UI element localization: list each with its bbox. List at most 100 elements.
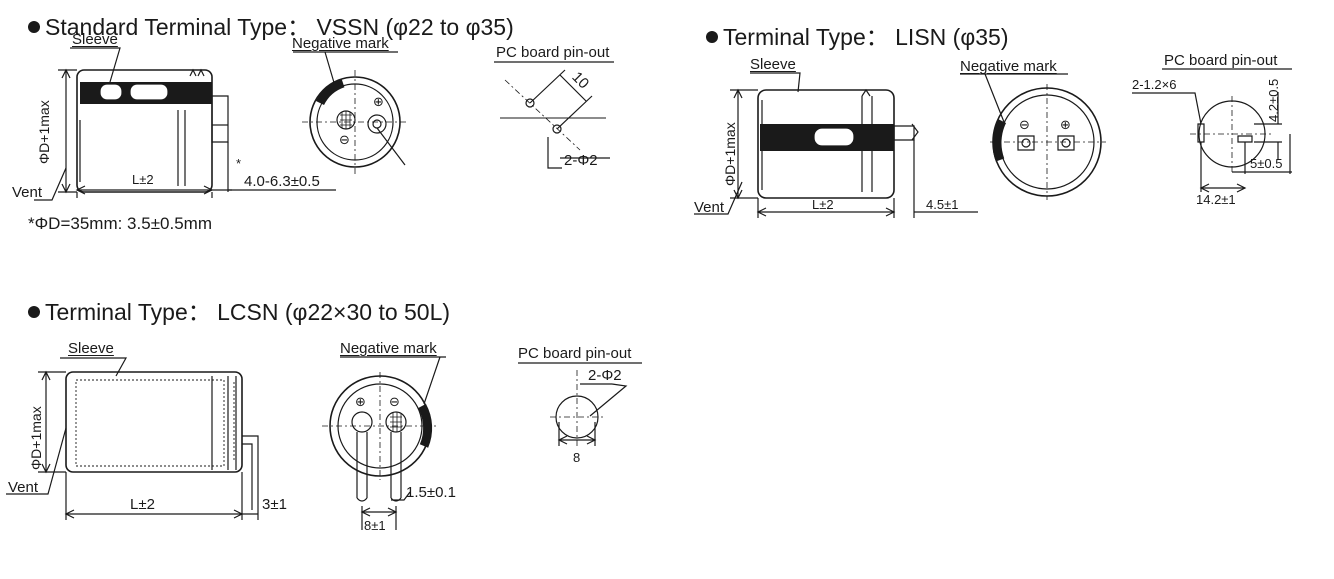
lisn-terminal: [894, 126, 914, 140]
bullet-icon: [28, 21, 40, 33]
lisn-heading: Terminal Type： LISN (φ35): [706, 18, 1008, 52]
lisn-slotlen-dim: 4.2±0.5: [1266, 78, 1281, 122]
lcsn-vent-leader: [6, 428, 66, 494]
lcsn-pcb-hole: 2-Φ2: [588, 367, 622, 384]
lisn-pitch-dim: 14.2±1: [1196, 192, 1236, 207]
lisn-terminal-pos-dot: [1062, 139, 1070, 147]
vssn-vent-leader: [34, 168, 66, 200]
lcsn-can-body: [66, 372, 242, 472]
lcsn-length-dim: L±2: [130, 496, 155, 513]
lisn-crimp: [862, 90, 870, 96]
lcsn-pitch-arrows: [362, 508, 396, 516]
lisn-centerlines: [990, 84, 1106, 200]
lisn-vent-leader: [694, 182, 742, 214]
lcsn-pcb-label: PC board pin-out: [518, 345, 632, 362]
vssn-pcb-pitch-dim: [530, 70, 592, 129]
lcsn-pcb-centerlines: [550, 370, 604, 448]
lcsn-terminal-neg: [386, 412, 406, 432]
vssn-heading: Standard Terminal Type： VSSN (φ22 to φ35…: [28, 8, 514, 42]
lcsn-pcb-pitch: 8: [573, 450, 581, 465]
bullet-icon: [28, 306, 40, 318]
lcsn-dotted-sleeve: [76, 380, 224, 466]
lcsn-pitch-dim: [362, 506, 396, 530]
vssn-pcb-hole: [526, 99, 534, 107]
vssn-crimp: [190, 70, 204, 76]
lisn-negative-band: [997, 121, 1002, 160]
lisn-negmark-leader: [960, 74, 1068, 122]
lisn-sleeve-leader: [750, 73, 800, 92]
lcsn-minus-icon: ⊖: [389, 394, 400, 409]
lisn-slot-leader: [1132, 93, 1201, 124]
lcsn-negative-mark-label: Negative mark: [340, 340, 437, 357]
vssn-terminal-dim: 4.0-6.3±0.5: [244, 173, 320, 190]
lisn-terminal-dim: 4.5±1: [926, 197, 959, 212]
vssn-terminal: [212, 96, 228, 142]
lcsn-plus-icon: ⊕: [355, 394, 366, 409]
lisn-height-dim: ΦD+1max: [722, 122, 738, 186]
lcsn-length-ext: [66, 472, 242, 520]
lcsn-terminal-pos: [352, 412, 372, 432]
vssn-height-dim: ΦD+1max: [36, 100, 52, 164]
lcsn-pcb: [518, 363, 642, 448]
lcsn-sleeve-leader: [60, 358, 126, 376]
lisn-body-lines: [762, 96, 872, 192]
vssn-top-view: [293, 52, 408, 175]
lisn-top-view: [960, 74, 1106, 200]
lisn-offset-dim: 5±0.5: [1250, 156, 1283, 171]
vssn-asterisk: *: [236, 156, 242, 171]
lcsn-body-lines: [212, 376, 236, 470]
vssn-sleeve-label: Sleeve: [72, 31, 118, 48]
vssn-vent-line: [377, 128, 405, 165]
vssn-vent-label: Vent: [12, 184, 43, 201]
vssn-pcb-label: PC board pin-out: [496, 44, 610, 61]
vssn-sleeve-window: [130, 84, 168, 100]
vssn-plus-icon: ⊕: [373, 94, 384, 109]
vssn-minus-icon: ⊖: [339, 132, 350, 147]
bullet-icon: [706, 31, 718, 43]
lisn-length-dim: L±2: [812, 197, 834, 212]
vssn-sleeve-window: [100, 84, 122, 100]
vssn-title: Standard Terminal Type： VSSN (φ22 to φ35…: [45, 14, 514, 40]
lisn-negative-mark-label: Negative mark: [960, 58, 1057, 75]
vssn-pcb: [494, 62, 614, 168]
vssn-side-view: [34, 48, 336, 200]
lcsn-height-ext: [38, 372, 66, 472]
vssn-negative-band: [320, 83, 343, 103]
lisn-slotlen-dim: [1254, 92, 1282, 160]
lisn-terminal-pos: [1058, 136, 1074, 150]
lcsn-height-dim: ΦD+1max: [28, 406, 44, 470]
lisn-terminal-neg-dot: [1022, 139, 1030, 147]
lcsn-negative-band: [422, 406, 428, 446]
lcsn-pcb-pitch-dim: [559, 422, 595, 446]
vssn-pcb-hole-leader: [548, 137, 562, 168]
lisn-sleeve-window: [814, 128, 854, 146]
lisn-sleeve-label: Sleeve: [750, 56, 796, 73]
lisn-terminal-break: [912, 124, 918, 140]
lcsn-terminal-hatch: [390, 412, 402, 432]
lisn-pcb-ext: [1201, 134, 1290, 192]
vssn-sleeve-leader: [70, 48, 120, 82]
vssn-centerlines: [302, 70, 408, 175]
vssn-pcb-hole: [553, 125, 561, 133]
lcsn-leaddia-dim: 1.5±0.1: [406, 484, 456, 501]
vssn-pcb-diag: [505, 80, 580, 150]
lisn-length-ext: [758, 140, 914, 218]
lcsn-vent-label: Vent: [8, 479, 39, 496]
lisn-pcb-label: PC board pin-out: [1164, 52, 1278, 69]
lcsn-leads: [357, 432, 401, 498]
lcsn-pcb-pitch-arrows: [559, 436, 595, 444]
lcsn-lead-tips: [357, 498, 401, 501]
lcsn-pcb-hole-leader: [580, 384, 626, 416]
lcsn-lead: [242, 436, 258, 510]
lisn-plus-icon: ⊕: [1060, 117, 1071, 132]
lcsn-leaddia-leader: [391, 492, 410, 500]
vssn-negmark-leader: [293, 52, 398, 86]
vssn-body-lines: [80, 110, 185, 186]
lcsn-centerlines: [322, 372, 436, 480]
lcsn-top-view: [322, 357, 446, 530]
vssn-height-ext: [58, 70, 77, 192]
lisn-pitch-arrows: [1201, 184, 1245, 192]
lcsn-heading: Terminal Type： LCSN (φ22×30 to 50L): [28, 293, 450, 327]
lisn-side-view: [694, 73, 978, 218]
